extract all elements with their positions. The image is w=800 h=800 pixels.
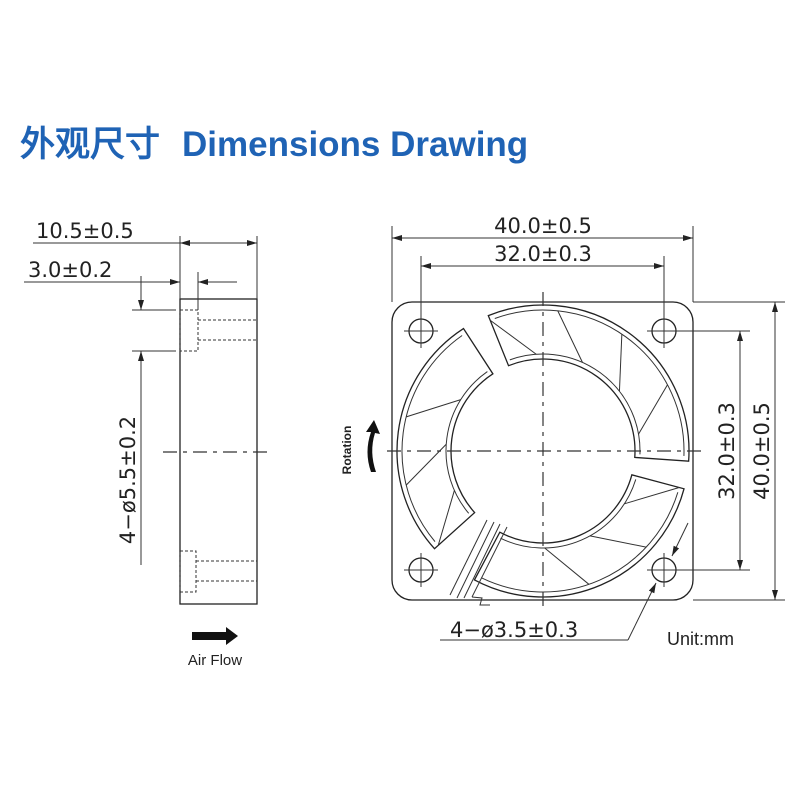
mount-hole-label: 4−ø5.5±0.2 xyxy=(116,416,140,544)
blade xyxy=(589,535,647,548)
flange-label: 3.0±0.2 xyxy=(28,258,112,282)
outer-width-label: 40.0±0.5 xyxy=(494,214,592,238)
blade xyxy=(638,384,668,435)
page-title: 外观尺寸 Dimensions Drawing xyxy=(20,116,528,167)
fan-blades xyxy=(396,304,690,598)
blade xyxy=(405,443,447,486)
blade xyxy=(618,334,623,392)
thickness-label: 10.5±0.5 xyxy=(36,219,134,243)
hole-pitch-v-label: 32.0±0.3 xyxy=(715,402,739,500)
blade-sector xyxy=(396,327,494,550)
mounting-holes xyxy=(404,314,681,587)
hole-hidden-bottom xyxy=(179,550,197,593)
rotation-label: Rotation xyxy=(340,426,354,475)
rotation-arrow-icon xyxy=(366,420,380,472)
outer-height-label: 40.0±0.5 xyxy=(750,402,774,500)
blade xyxy=(544,547,590,585)
hole-hidden-top xyxy=(179,309,199,352)
blade xyxy=(406,399,461,418)
airflow-arrow-icon xyxy=(192,627,238,645)
blade-sector xyxy=(473,474,685,598)
blade-sector xyxy=(487,304,690,462)
hole-dia-label: 4−ø3.5±0.3 xyxy=(450,618,578,642)
unit-label: Unit:mm xyxy=(667,629,734,649)
blade xyxy=(437,490,455,546)
title-chinese: 外观尺寸 xyxy=(20,125,161,164)
blade xyxy=(557,310,583,363)
wire-bundle xyxy=(449,519,508,606)
title-english: Dimensions Drawing xyxy=(182,125,529,164)
blade xyxy=(489,319,537,355)
side-view: 10.5±0.5 3.0±0.2 4−ø5.5±0.2 Air Flow xyxy=(24,219,272,669)
blade xyxy=(624,487,680,505)
front-view: 40.0±0.5 32.0±0.3 40.0±0.5 32.0±0.3 4−ø3… xyxy=(340,214,785,649)
airflow-label: Air Flow xyxy=(188,652,242,669)
hole-pitch-h-label: 32.0±0.3 xyxy=(494,242,592,266)
